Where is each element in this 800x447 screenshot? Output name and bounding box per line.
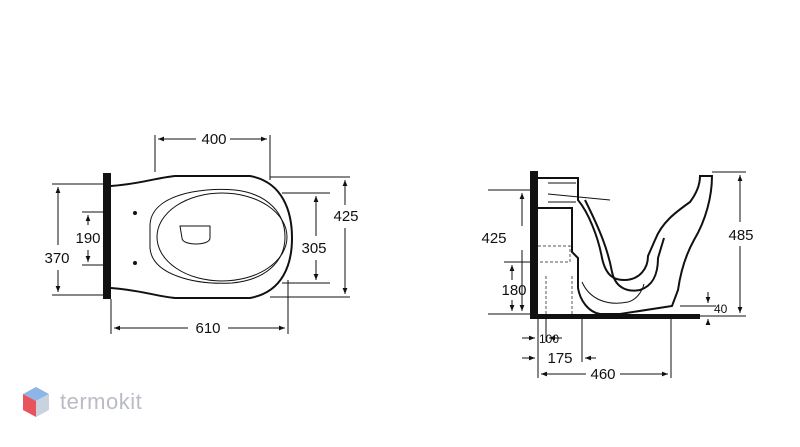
- side-view: 425 180 485 40 100 175 460: [481, 171, 754, 383]
- dim-400: 400: [201, 131, 226, 148]
- bowl-rim: [156, 192, 288, 282]
- dim-460: 460: [590, 366, 615, 383]
- hidden-outlet: [538, 245, 571, 263]
- bowl-opening: [149, 188, 286, 284]
- dim-425-side: 425: [481, 230, 506, 247]
- brand-logo: termokit: [22, 382, 142, 422]
- dim-40: 40: [714, 302, 728, 316]
- dim-305: 305: [301, 240, 326, 257]
- dim-425-top: 425: [333, 208, 358, 225]
- dim-485: 485: [728, 227, 753, 244]
- hexagon-cube-icon: [23, 387, 49, 417]
- top-view: 400 610 370 190 305 425: [44, 131, 358, 337]
- dim-180: 180: [501, 282, 526, 299]
- side-wall: [530, 171, 538, 315]
- water-seal: [581, 281, 645, 304]
- brand-name: termokit: [60, 389, 143, 414]
- dim-610: 610: [195, 320, 220, 337]
- dim-370: 370: [44, 250, 69, 267]
- fixing-hole: [133, 261, 137, 265]
- wall: [103, 173, 111, 299]
- dim-175: 175: [547, 350, 572, 367]
- toilet-outline: [110, 175, 294, 299]
- dim-100: 100: [539, 332, 559, 346]
- drain: [179, 225, 211, 245]
- dim-190: 190: [75, 230, 100, 247]
- fixing-hole: [133, 211, 137, 215]
- toilet-side-outline: [538, 175, 714, 315]
- trap: [584, 199, 665, 292]
